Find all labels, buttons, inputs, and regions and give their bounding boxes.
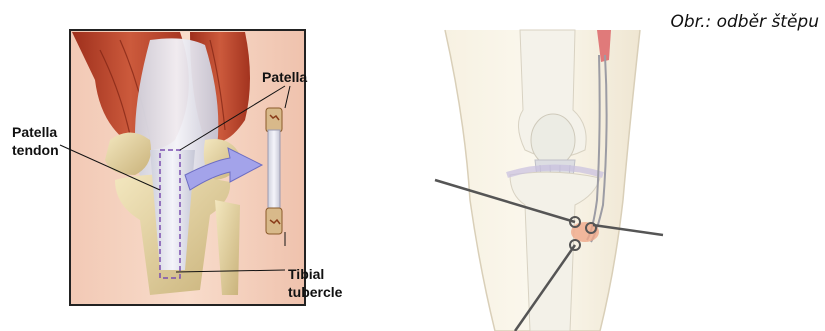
- label-patella: Patella: [262, 69, 307, 85]
- label-patella-tendon-1: Patella: [12, 124, 57, 140]
- patella: [531, 114, 575, 166]
- graft-tendon: [268, 130, 280, 208]
- graft-bone-block-top: [266, 108, 282, 132]
- label-patella-tendon-2: tendon: [12, 142, 59, 158]
- figure-caption: Obr.: odběr štěpu: [670, 12, 819, 32]
- label-tibial-tubercle-1: Tibial: [288, 266, 324, 282]
- graft-bone-block-bottom: [266, 208, 282, 234]
- patellar-tendon-graft-illustration: Patella Patella tendon Tibial tubercle: [0, 0, 370, 331]
- label-tibial-tubercle-2: tubercle: [288, 284, 343, 300]
- graft-harvest-illustration: [425, 0, 675, 331]
